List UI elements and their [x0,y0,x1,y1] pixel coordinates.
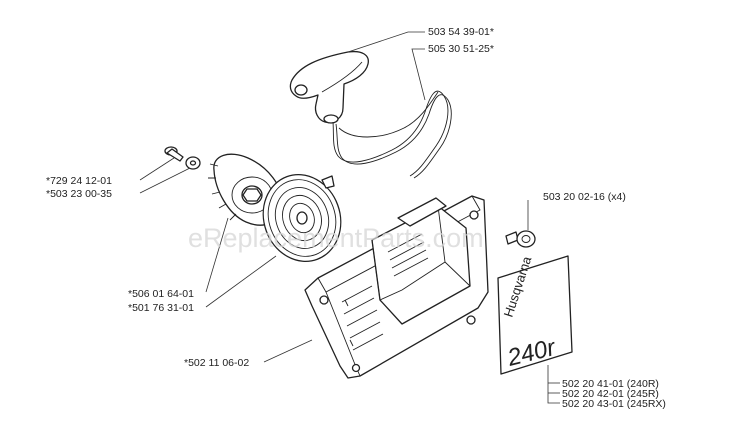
label-spring: *501 76 31-01 [128,302,194,314]
label-cover: *502 11 06-02 [184,357,249,369]
starter-cover-drawing [304,195,489,379]
label-rope: 505 30 51-25* [428,43,494,55]
leader-lines [139,31,560,404]
starter-rope-drawing [332,90,452,179]
cover-screw-drawing [505,230,536,248]
recoil-spring-drawing [262,174,342,262]
label-screw: *729 24 12-01 [46,175,112,187]
label-decal-245rx: 502 20 43-01 (245RX) [562,398,666,410]
label-washer: *503 23 00-35 [46,188,112,200]
watermark-text: eReplacementParts.com [188,223,484,253]
part-labels: 503 54 39-01* 505 30 51-25* *729 24 12-0… [46,26,666,410]
label-decal-240r: 502 20 41-01 (240R) [562,378,659,390]
starter-handle-drawing [289,50,369,124]
label-pulley: *506 01 64-01 [128,288,194,300]
model-decal: Husqvarna 240r [497,254,573,375]
label-handle: 503 54 39-01* [428,26,494,38]
label-cover-screws: 503 20 02-16 (x4) [543,191,626,203]
label-decal-245r: 502 20 42-01 (245R) [562,388,659,400]
washer-drawing [185,156,201,170]
screw-drawing [164,146,184,162]
